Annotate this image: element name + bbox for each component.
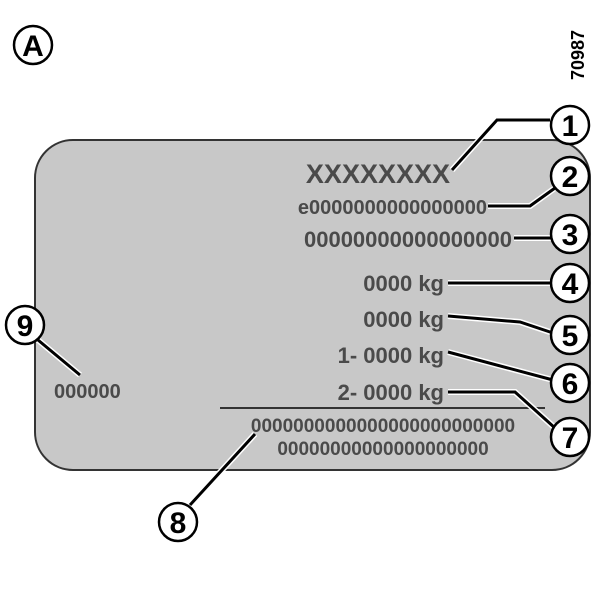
svg-text:1: 1 (562, 110, 579, 143)
svg-text:6: 6 (562, 368, 579, 401)
svg-text:A: A (22, 30, 44, 63)
plate-type: XXXXXXXX (306, 159, 450, 189)
svg-text:3: 3 (562, 219, 579, 252)
callout-7: 7 (549, 416, 591, 458)
svg-text:9: 9 (17, 310, 34, 343)
callout-6: 6 (549, 362, 591, 404)
leader-lines (36, 117, 558, 508)
figure-label-a: A (12, 24, 54, 66)
reference-code: 70987 (568, 30, 588, 80)
plate-left-code: 000000 (54, 381, 121, 403)
plate-gvw: 0000 kg (363, 271, 444, 296)
svg-text:2: 2 (562, 161, 579, 194)
callout-5: 5 (549, 314, 591, 356)
plate-extra-1: 0000000000000000000000000 (251, 416, 515, 437)
plate-vin: 00000000000000000 (304, 227, 512, 252)
svg-text:4: 4 (562, 268, 579, 301)
plate-extra-2: 00000000000000000000 (277, 439, 488, 460)
callout-1: 1 (549, 104, 591, 146)
callout-4: 4 (549, 262, 591, 304)
plate-gtw: 0000 kg (363, 307, 444, 332)
svg-text:8: 8 (170, 507, 187, 540)
svg-text:7: 7 (562, 422, 579, 455)
plate-rear-axle: 2- 0000 kg (338, 380, 444, 405)
plate-front-axle: 1- 0000 kg (338, 343, 444, 368)
svg-text:5: 5 (562, 320, 579, 353)
callout-3: 3 (549, 213, 591, 255)
plate-approval: e0000000000000000 (298, 197, 487, 219)
identification-plate (34, 139, 591, 471)
callout-8: 8 (157, 501, 199, 543)
callout-9: 9 (4, 304, 46, 346)
callout-2: 2 (549, 155, 591, 197)
